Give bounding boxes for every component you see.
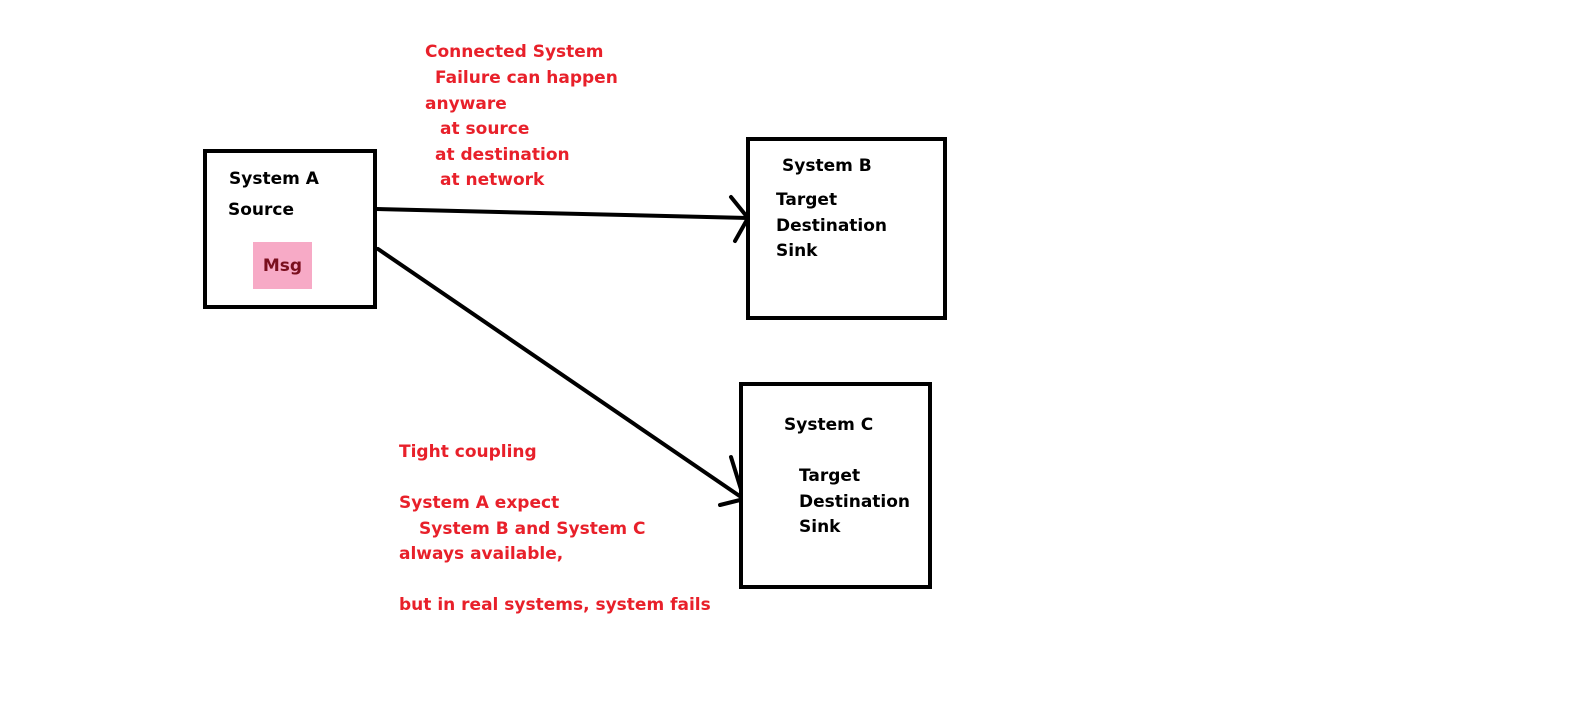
msg-block: Msg: [253, 242, 312, 289]
system-c-box: [739, 382, 932, 589]
note-bottom-line-2: System A expect: [399, 493, 560, 513]
note-top-line-5: at destination: [435, 145, 570, 165]
system-a-box: [203, 149, 377, 309]
arrow-a-to-b: [374, 195, 750, 243]
note-bottom-line-3: System B and System C: [419, 518, 646, 539]
system-a-title: System A: [229, 169, 319, 189]
note-top-line-2: Failure can happen: [435, 68, 618, 88]
note-top-line-4: at source: [440, 119, 530, 139]
system-b-box: [746, 137, 947, 320]
note-bottom-line-4: always available,: [399, 544, 564, 564]
note-bottom-line-5: but in real systems, system fails: [399, 595, 711, 615]
system-c-title: System C: [784, 415, 874, 435]
system-b-title: System B: [782, 156, 872, 176]
msg-label: Msg: [262, 255, 303, 276]
system-a-role: Source: [228, 200, 295, 220]
system-b-line-sink: Sink: [776, 241, 818, 261]
note-top-line-6: at network: [440, 170, 545, 190]
arrow-a-to-c: [376, 247, 746, 507]
note-bottom-line-1: Tight coupling: [399, 442, 537, 462]
note-top-line-1: Connected System: [425, 42, 604, 62]
system-b-line-target: Target: [776, 190, 838, 210]
system-c-line-target: Target: [799, 466, 861, 486]
note-top-line-3: anyware: [425, 94, 507, 114]
system-c-line-destination: Destination: [799, 491, 911, 512]
system-b-line-destination: Destination: [776, 215, 888, 236]
system-c-line-sink: Sink: [799, 517, 841, 537]
